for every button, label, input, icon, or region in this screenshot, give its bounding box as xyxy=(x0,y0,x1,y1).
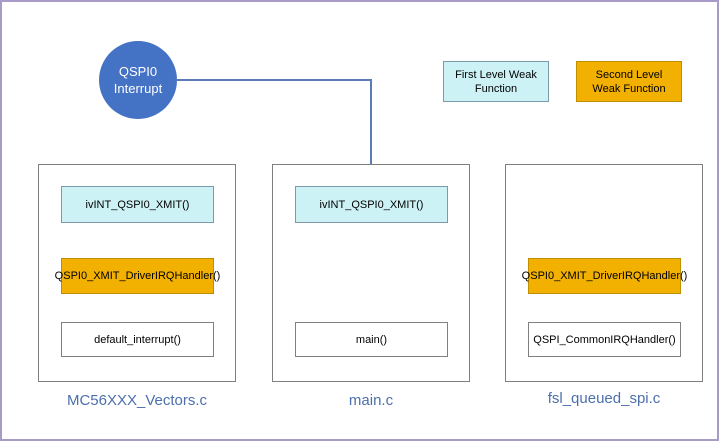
function-label: main() xyxy=(355,333,388,346)
file-name-mc56xxx-vectors: MC56XXX_Vectors.c xyxy=(66,392,208,409)
function-box-ivint-qspi0-xmit: ivINT_QSPI0_XMIT() xyxy=(295,186,448,223)
connector-horizontal-line xyxy=(175,79,372,81)
function-label: ivINT_QSPI0_XMIT() xyxy=(319,198,424,211)
function-label: default_interrupt() xyxy=(94,333,181,346)
function-box-default-interrupt: default_interrupt() xyxy=(61,322,214,357)
file-container-fsl-queued-spi: QSPI0_XMIT_DriverIRQHandler() QSPI_Commo… xyxy=(505,164,703,382)
legend-first-level-weak-function: First Level Weak Function xyxy=(443,61,549,102)
function-box-ivint-qspi0-xmit: ivINT_QSPI0_XMIT() xyxy=(61,186,214,223)
function-box-main: main() xyxy=(295,322,448,357)
function-label: QSPI0_XMIT_DriverIRQHandler() xyxy=(521,270,688,282)
legend-first-level-label: First Level Weak Function xyxy=(455,68,537,95)
legend-second-level-weak-function: Second Level Weak Function xyxy=(576,61,682,102)
function-box-qspi0-xmit-driverirqhandler: QSPI0_XMIT_DriverIRQHandler() xyxy=(522,258,687,294)
file-container-mc56xxx-vectors: ivINT_QSPI0_XMIT() QSPI0_XMIT_DriverIRQH… xyxy=(38,164,236,382)
connector-vertical-line xyxy=(370,79,372,179)
file-name-fsl-queued-spi: fsl_queued_spi.c xyxy=(547,390,661,407)
function-box-qspi-commonirqhandler: QSPI_CommonIRQHandler() xyxy=(528,322,681,357)
interrupt-source-label-line2: Interrupt xyxy=(113,81,163,96)
function-label: QSPI_CommonIRQHandler() xyxy=(533,333,676,346)
interrupt-source-node: QSPI0 Interrupt xyxy=(99,41,177,119)
function-label: QSPI0_XMIT_DriverIRQHandler() xyxy=(54,270,221,282)
legend-second-level-label: Second Level Weak Function xyxy=(592,68,666,95)
function-label: ivINT_QSPI0_XMIT() xyxy=(85,198,190,211)
function-box-qspi0-xmit-driverirqhandler: QSPI0_XMIT_DriverIRQHandler() xyxy=(55,258,220,294)
file-container-main: ivINT_QSPI0_XMIT() main() xyxy=(272,164,470,382)
interrupt-source-label-line1: QSPI0 xyxy=(118,64,158,79)
file-name-main: main.c xyxy=(348,392,394,409)
